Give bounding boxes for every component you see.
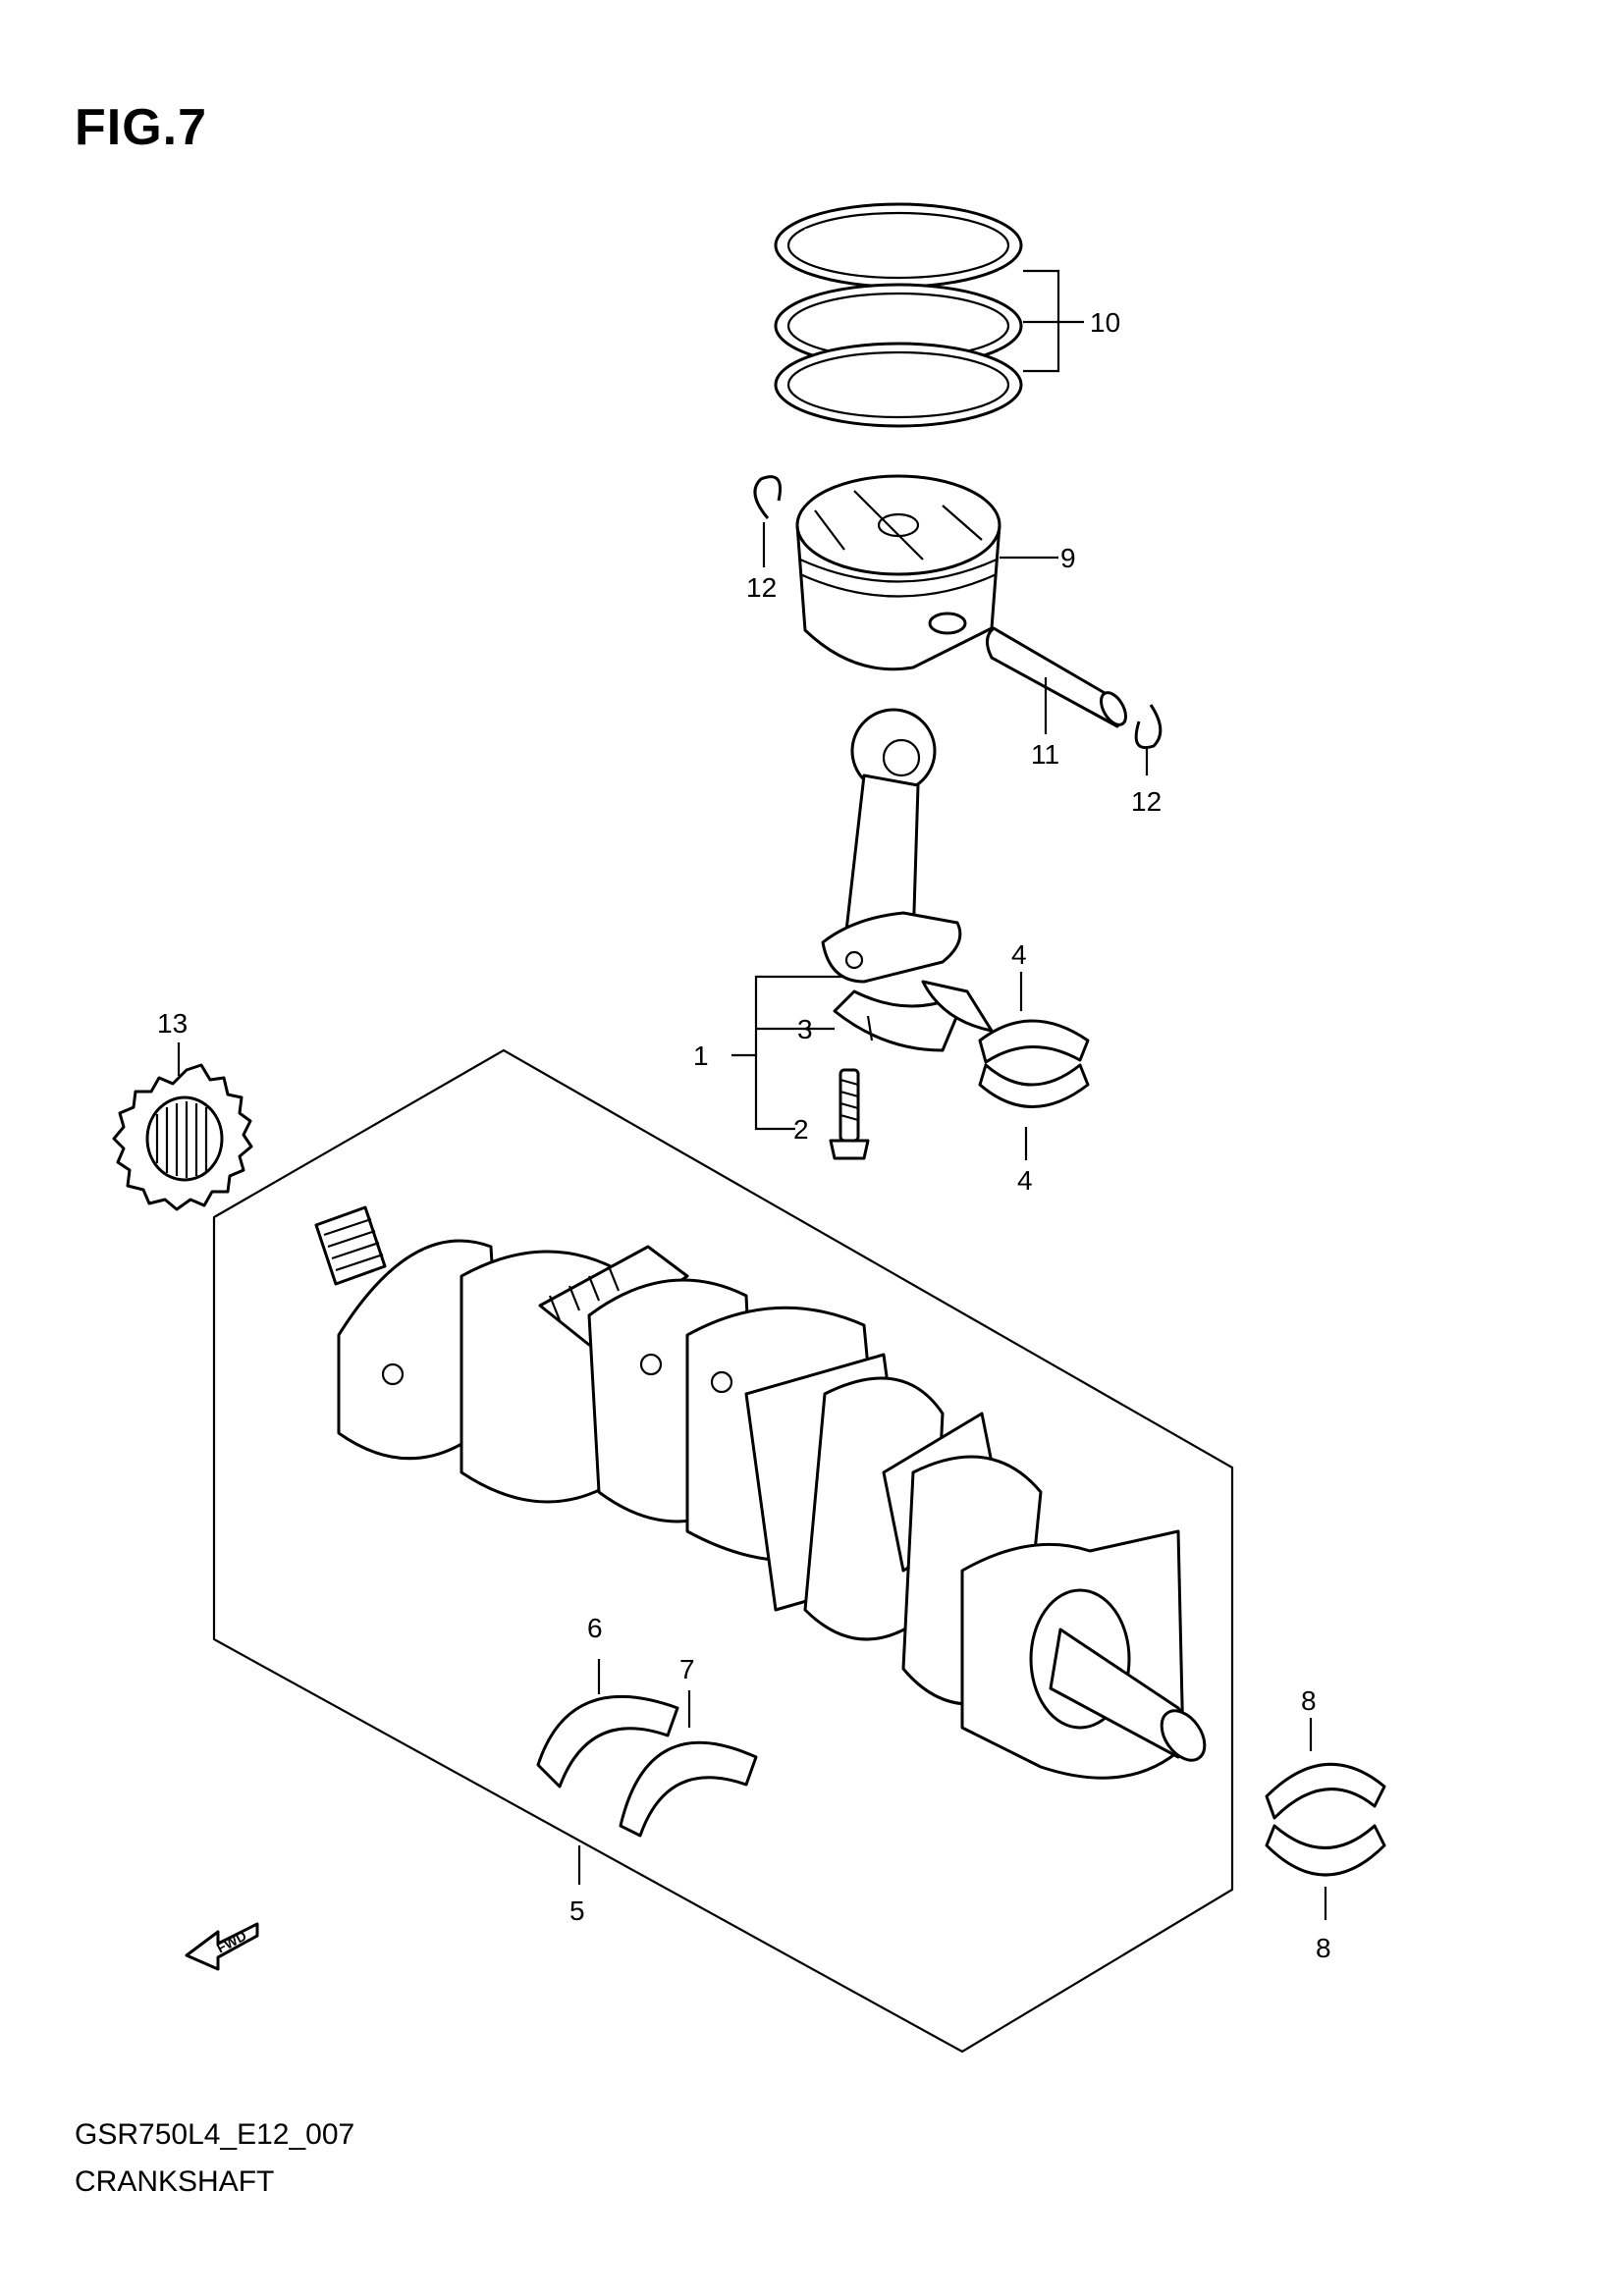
piston <box>795 474 1001 671</box>
callout-11: 11 <box>1031 739 1059 770</box>
callout-5: 5 <box>569 1896 585 1926</box>
figure-code: GSR750L4_E12_007 <box>75 2118 355 2151</box>
callout-12-right: 12 <box>1131 786 1162 817</box>
conrod-bracket-line <box>754 975 844 1131</box>
conrod-bearing <box>978 1019 1090 1108</box>
callout-3: 3 <box>797 1014 813 1044</box>
callout-2: 2 <box>793 1114 809 1145</box>
thrust-washer-6 <box>536 1694 679 1789</box>
conrod-bolt <box>829 1068 870 1160</box>
callout-7: 7 <box>679 1654 695 1684</box>
crankshaft <box>314 1205 1207 1780</box>
figure-name: CRANKSHAFT <box>75 2165 275 2198</box>
circlip-left <box>753 475 782 519</box>
forward-direction-arrow: FWD <box>185 1922 259 1971</box>
callout-13: 13 <box>157 1008 188 1039</box>
connecting-rod <box>821 708 994 1052</box>
crankshaft-main-bearing <box>1265 1762 1386 1877</box>
callout-10: 10 <box>1090 307 1120 338</box>
primary-gear-sprocket <box>112 1063 253 1211</box>
figure-title: FIG.7 <box>75 99 208 156</box>
piston-pin <box>986 626 1127 728</box>
callout-6: 6 <box>587 1613 603 1643</box>
callout-9: 9 <box>1060 543 1076 573</box>
callout-12-left: 12 <box>746 572 777 603</box>
callout-4-bottom: 4 <box>1017 1165 1033 1196</box>
callout-8-top: 8 <box>1301 1685 1317 1716</box>
callout-8-bottom: 8 <box>1316 1933 1331 1963</box>
thrust-washer-7 <box>619 1740 758 1838</box>
circlip-right <box>1134 704 1163 749</box>
callout-4-top: 4 <box>1011 939 1027 970</box>
callout-1: 1 <box>693 1041 709 1071</box>
piston-ring-set <box>774 202 1023 428</box>
crankshaft-assembly-frame <box>212 1048 1234 2054</box>
